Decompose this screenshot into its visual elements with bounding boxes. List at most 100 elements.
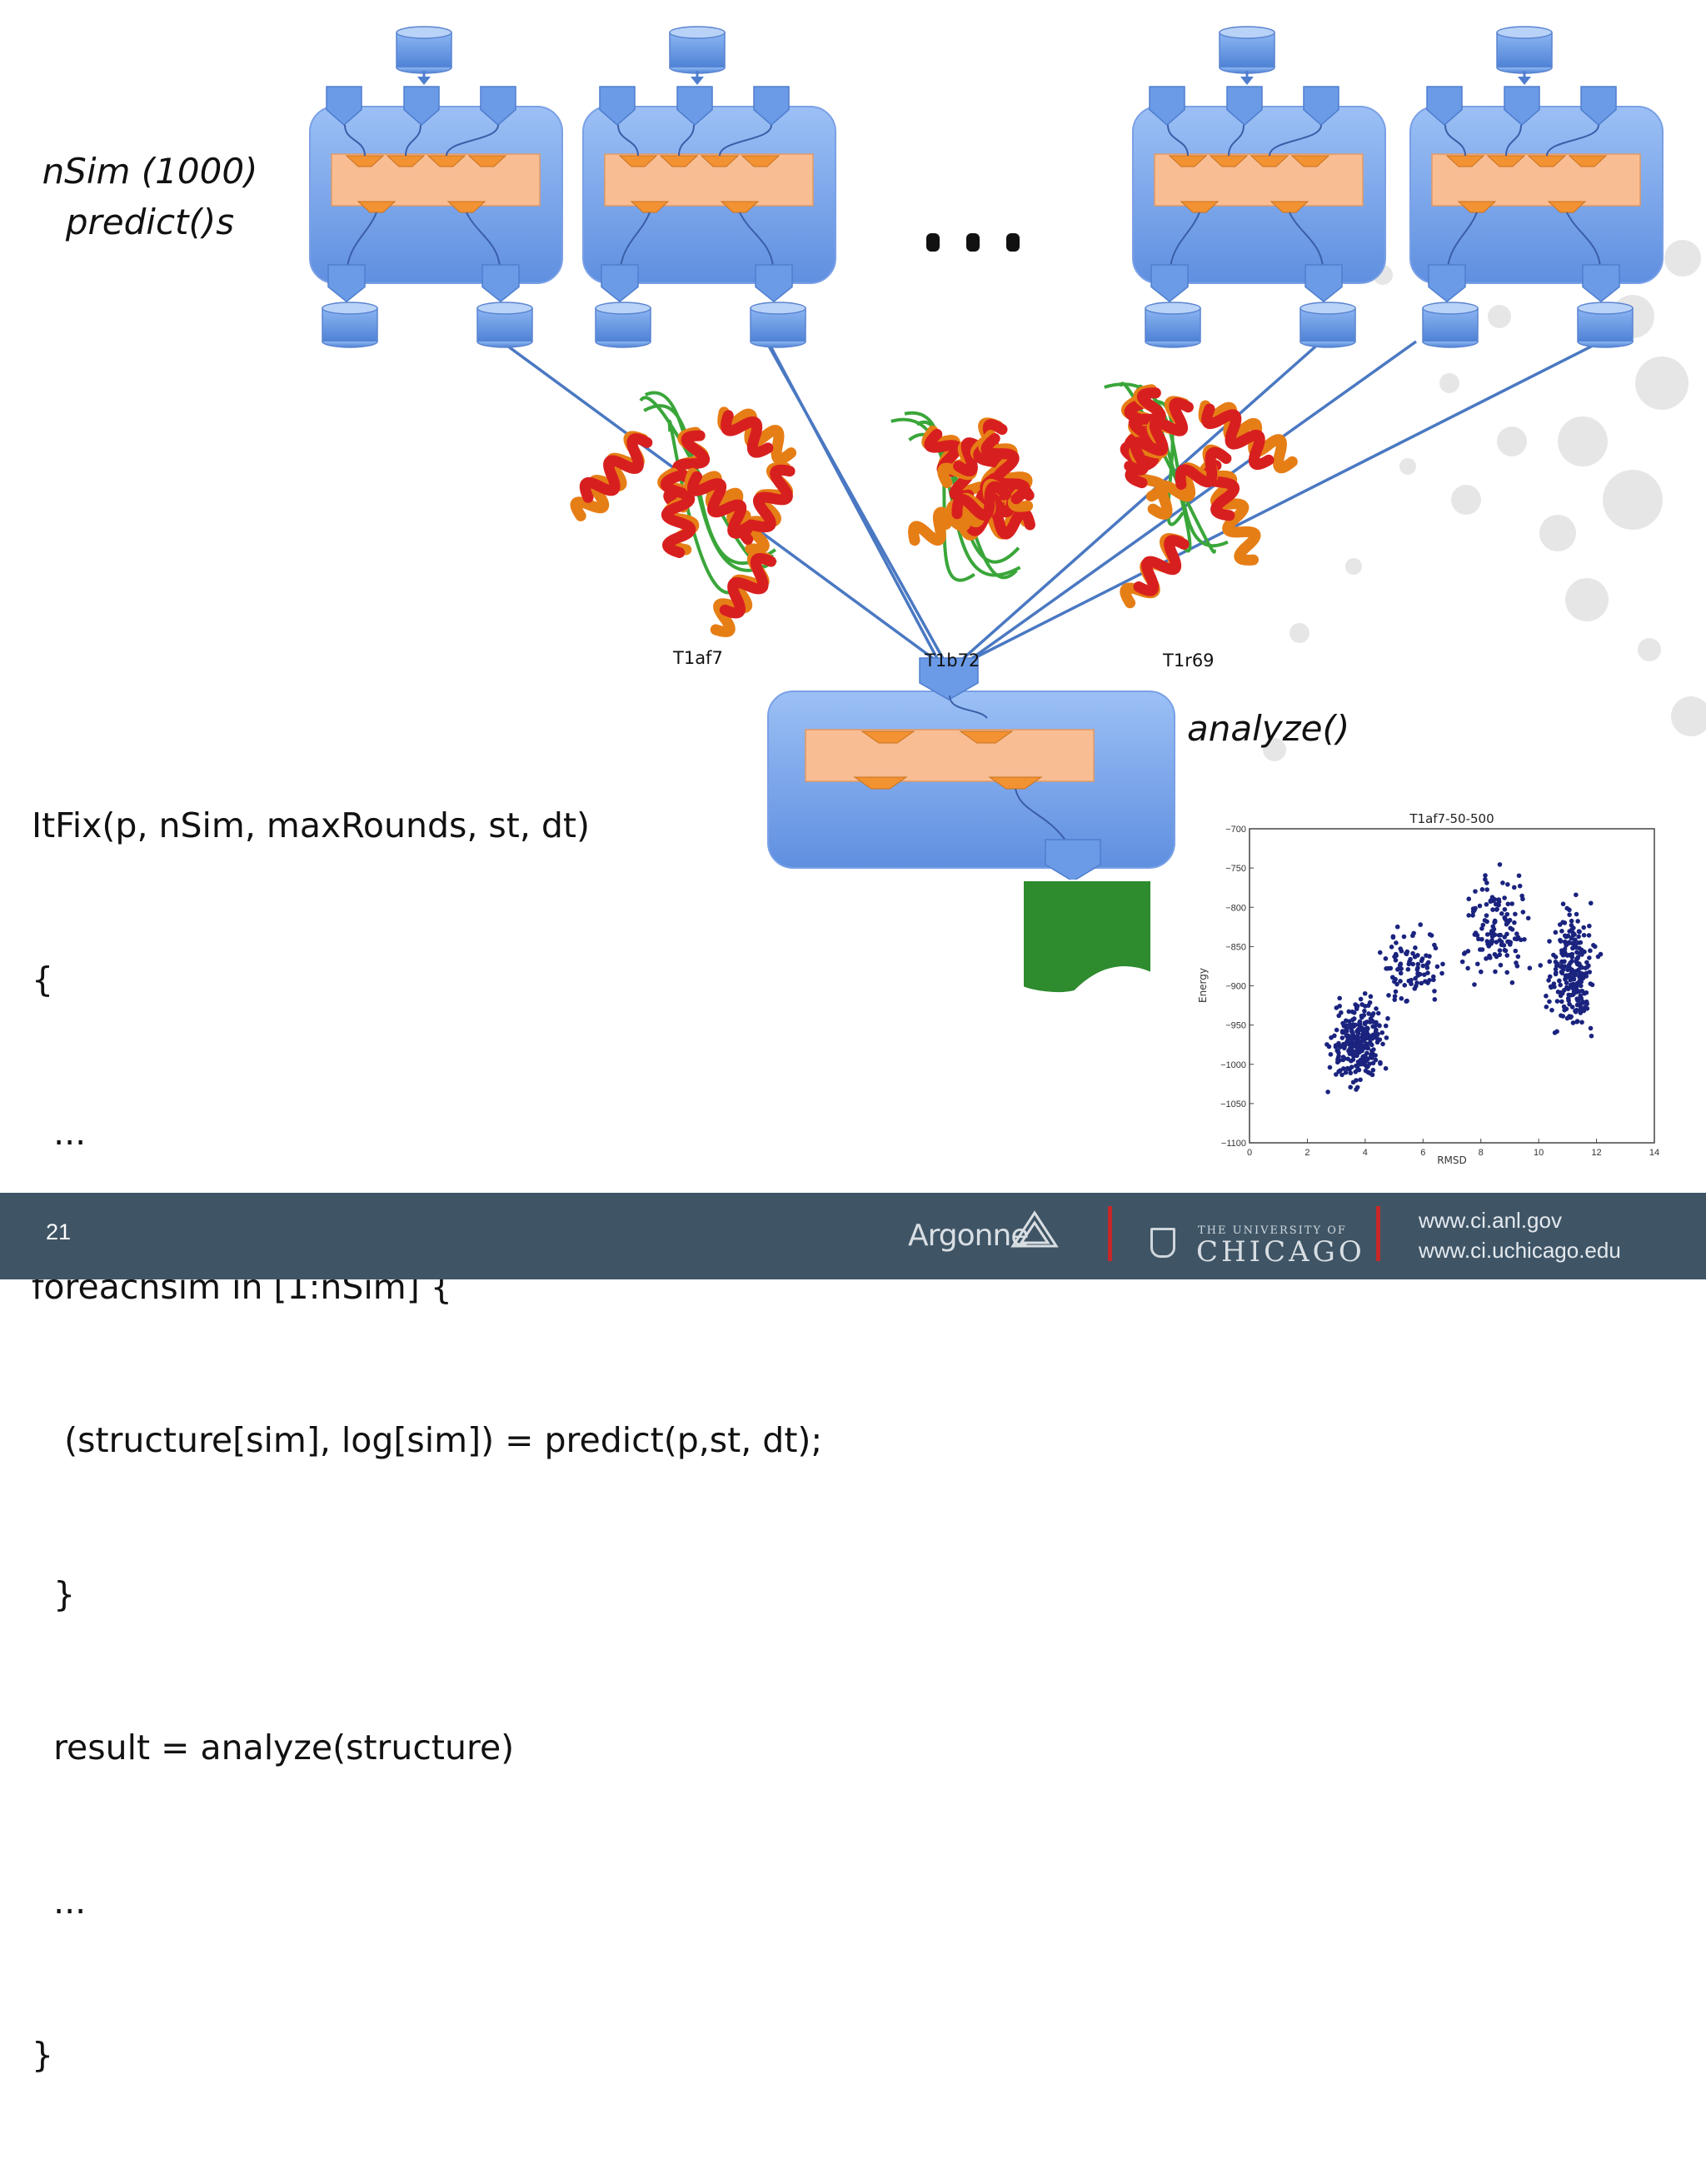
loop-strand [904,411,975,582]
plot-frame [1249,828,1655,1144]
analyze-input-arrow [959,730,1014,744]
input-db-icon [1496,26,1553,74]
scatter-point [1527,965,1533,971]
scatter-point [1564,980,1569,985]
scatter-point [1576,989,1582,995]
scatter-point [1574,1002,1580,1008]
protein-t1b72 [890,411,1035,582]
scatter-point [1362,1008,1367,1014]
scatter-point [1351,1049,1356,1055]
flow-line [617,124,639,157]
chicago-small-text: THE UNIVERSITY OF [1198,1224,1347,1237]
scatter-point [1520,910,1526,915]
cylinder-top [1422,302,1479,315]
input-funnel-icon [480,86,516,126]
output-funnel-icon [1582,264,1620,302]
scatter-point [1569,958,1574,964]
scatter-point [1326,1044,1332,1050]
scatter-point [1370,1067,1376,1073]
scatter-point [1547,999,1552,1005]
background-dot [1558,416,1608,466]
scatter-point [1502,935,1508,940]
task-input-arrow [1568,155,1608,167]
input-funnel-icon [1226,86,1263,126]
scatter-point [1360,1035,1366,1040]
scatter-point [1574,892,1579,898]
cylinder-bottom [476,341,533,348]
scatter-point [1354,1078,1359,1083]
scatter-point [1472,932,1478,937]
scatter-point [1359,1013,1364,1019]
flow-line [949,695,988,719]
scatter-point [1369,1054,1374,1060]
scatter-point [1356,1039,1362,1045]
scatter-point [1386,993,1391,998]
scatter-point [1343,1070,1349,1075]
scatter-point [1584,965,1590,970]
task-input-arrow [386,155,426,167]
y-tick-label: −950 [1225,1021,1246,1031]
scatter-point [1570,992,1576,998]
scatter-point [1392,997,1398,1002]
scatter-point [1374,1006,1379,1011]
background-dot [1451,485,1481,515]
scatter-point [1578,1010,1584,1015]
scatter-point [1487,955,1493,960]
scatter-point [1584,974,1589,979]
helix-ribbon [1124,397,1194,476]
background-dot [1635,357,1689,410]
scatter-point [1427,932,1433,937]
scatter-point [1364,1025,1370,1030]
scatter-point [1494,954,1499,960]
edge-line [948,340,1323,672]
scatter-point [1342,1030,1347,1035]
scatter-point [1497,862,1503,867]
scatter-point [1558,982,1564,988]
background-dot [1263,738,1286,761]
scatter-point [1547,974,1553,980]
scatter-point [1341,1023,1347,1029]
predict-nodes [309,26,1664,348]
scatter-point [1405,966,1411,972]
scatter-point [1479,969,1484,975]
scatter-point [1432,989,1437,994]
helix-ribbon [1198,400,1298,474]
output-funnel-icon [327,264,366,302]
output-funnel-icon [755,264,793,302]
scatter-point [1567,912,1572,917]
scatter-point [1337,1058,1342,1063]
scatter-point [1345,1038,1350,1044]
edge-line [766,341,943,667]
scatter-point [1340,1066,1346,1071]
background-dot [1565,578,1609,621]
loop-strand [1119,381,1216,554]
scatter-point [1559,999,1564,1005]
input-db-icon [396,26,452,74]
scatter-point [1568,967,1574,972]
task-input-arrow [1250,155,1289,167]
scatter-point [1496,899,1502,905]
y-tick-label: −1000 [1220,1060,1246,1070]
flow-line [344,124,366,157]
code-line: ItFix(p, nSim, maxRounds, st, dt) [32,805,590,845]
scatter-point [1509,927,1515,932]
scatter-point [1572,972,1577,978]
scatter-point [1581,932,1587,938]
helix-ribbon [1133,535,1190,596]
scatter-point [1490,907,1495,912]
scatter-point [1399,949,1404,954]
cylinder-bottom [1422,341,1479,348]
task-output-arrow [1270,201,1309,213]
y-tick-label: −850 [1225,942,1246,952]
scatter-point [1398,970,1404,976]
task-output-arrow [357,201,397,213]
scatter-point [1559,948,1564,953]
scatter-point [1588,900,1594,906]
scatter-point [1563,976,1568,982]
scatter-point [1584,990,1589,995]
scatter-point [1367,1070,1373,1076]
chart-xlabel: RMSD [1437,1154,1467,1166]
scatter-point [1560,901,1566,907]
scatter-point [1569,955,1575,960]
